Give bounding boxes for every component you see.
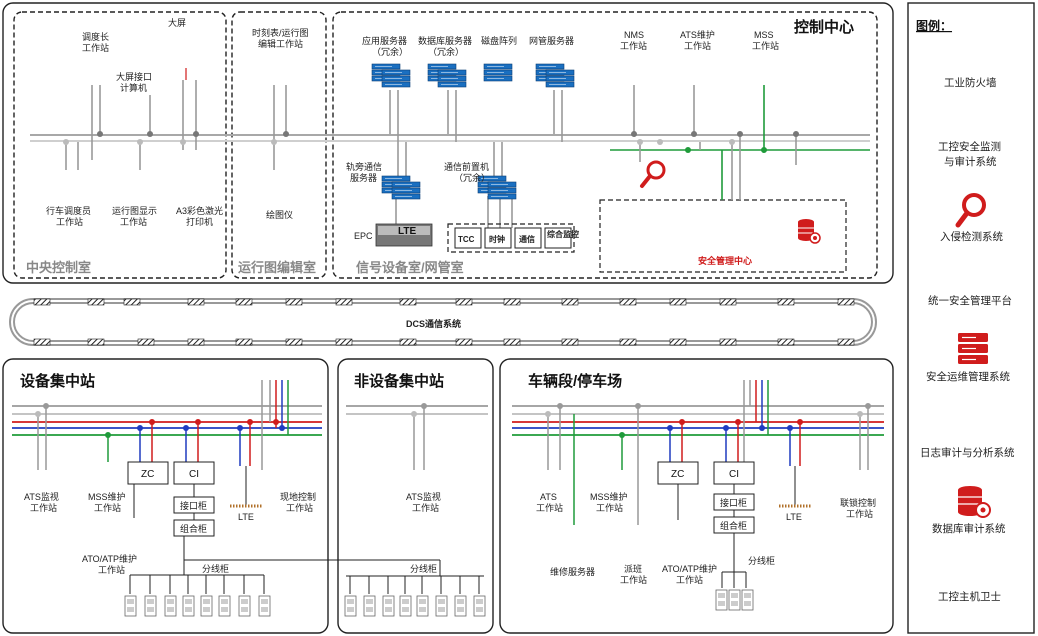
a3-printer-label: A3彩色激光打印机 [176,205,223,227]
maint-server-label: 维修服务器 [550,566,595,577]
signal-equipment-room [332,11,878,279]
database-audit-icon [798,219,821,244]
trackside-server-label: 轨旁通信服务器 [346,161,382,183]
iface-cabinet-depot-label: 接口柜 [720,497,747,508]
clock-label: 时钟 [489,234,505,244]
local-ctrl-label: 现地控制工作站 [280,491,316,513]
equipment-station-title: 设备集中站 [20,372,95,390]
timetable-ws-label: 时刻表/运行图编辑工作站 [252,27,309,49]
disk-array [483,63,513,82]
field-devices-depot [715,572,754,611]
trackside-server [381,175,421,200]
legend: 图例： 工业防火墙 工控安全监测与审计系统 入侵检测系统 统一安全管理平台 安全… [907,2,1035,634]
timetable-room-label: 运行图编辑室 [238,260,316,275]
app-server [371,63,411,88]
dist-cabinet-depot-label: 分线柜 [748,555,775,566]
diagram-display-label: 运行图显示工作站 [112,205,157,227]
legend-title: 图例： [916,18,952,33]
legend-item-firewall: 工业防火墙 [944,76,997,89]
signal-room-label: 信号设备室/网管室 [356,260,464,275]
ci-depot-label: CI [729,469,739,480]
big-screen-iface-label: 大屏接口计算机 [116,71,152,93]
lte-antenna-depot [779,466,811,508]
combo-cabinet-label: 组合柜 [180,523,207,534]
db-server [427,63,467,88]
db-server-label: 数据库服务器（冗余） [418,35,472,57]
control-center: 控制中心 中央控制室 运行图编辑室 信号设备室/网管室 安全管理中心 调度长工作… [2,2,894,284]
ci-label: CI [189,469,199,480]
field-devices [124,575,271,617]
legend-item-ids: 入侵检测系统 [940,230,1003,243]
combo-cabinet-depot-label: 组合柜 [720,520,747,531]
equipment-station: 设备集中站 ZC CI 接口柜 组合柜 分线柜 LTE [2,358,441,634]
depot-station: 车辆段/停车场 ZC CI 接口柜 组合柜 分线柜 L [499,358,894,634]
non-equipment-title: 非设备集中站 [354,372,444,390]
train-dispatcher-label: 行车调度员工作站 [46,205,91,227]
legend-item-db-audit: 数据库审计系统 [932,522,1006,535]
comm-label: 通信 [519,234,535,244]
central-control-room-label: 中央控制室 [26,260,91,275]
legend-magnifier-icon [955,193,986,228]
svg-text:LTE: LTE [398,226,416,237]
legend-database-audit-icon [958,486,991,518]
lte-unit: LTE [375,223,433,247]
ato-atp-depot-label: ATO/ATP维护工作站 [662,563,717,585]
legend-item-host-guard: 工控主机卫士 [938,590,1001,603]
mss-maint-depot-label: MSS维护工作站 [590,491,628,513]
ism-label: 综合监控 [547,229,579,239]
depot-title: 车辆段/停车场 [528,372,622,390]
plotter-label: 绘图仪 [266,209,293,220]
lte-depot-label: LTE [786,512,802,522]
zc-depot-label: ZC [671,469,684,480]
ats-monitor-ne-label: ATS监视工作站 [406,491,441,513]
legend-item-unified-platform: 统一安全管理平台 [928,294,1012,307]
iface-cabinet-label: 接口柜 [180,500,207,511]
lte-antenna [230,466,262,508]
security-center-label: 安全管理中心 [698,255,752,266]
nms-server [535,63,575,88]
disk-array-label: 磁盘阵列 [481,35,517,46]
field-devices-ne [344,576,486,617]
legend-item-log-audit: 日志审计与分析系统 [920,446,1015,459]
non-equipment-station: 非设备集中站 ATS监视工作站 分线柜 [337,358,494,634]
zc-label: ZC [141,469,154,480]
dispatch-label: 派班工作站 [620,563,647,585]
magnifier-icon [640,160,666,188]
epc-label: EPC [354,231,373,241]
comm-fep-label: 通信前置机（冗余） [444,161,490,183]
dispatcher-chief-label: 调度长工作站 [82,31,109,53]
lte-label: LTE [238,512,254,522]
ats-monitor-label: ATS监视工作站 [24,491,59,513]
timetable-edit-room [231,11,327,279]
security-center-box [599,199,847,273]
dist-cabinet-label: 分线柜 [202,563,229,574]
legend-server-rack-icon [958,333,988,364]
nms-server-label: 网管服务器 [529,35,574,46]
dcs-ring: DCS通信系统 [9,298,877,346]
legend-item-ops-mgmt: 安全运维管理系统 [926,370,1010,383]
dist-cabinet-ne-label: 分线柜 [410,563,437,574]
subsystem-boxes: TCC 时钟 通信 综合监控 [454,227,579,249]
app-server-label: 应用服务器（冗余） [362,35,408,57]
big-screen-label: 大屏 [168,17,186,28]
legend-item-ics-audit: 工控安全监测与审计系统 [938,140,1001,168]
ato-atp-label: ATO/ATP维护工作站 [82,553,137,575]
interlock-ctrl-label: 联锁控制工作站 [840,497,876,519]
control-center-title: 控制中心 [794,18,854,36]
tcc-label: TCC [458,235,475,244]
ats-maint-label: ATS维护工作站 [680,29,715,51]
mss-maint-label: MSS维护工作站 [88,491,126,513]
central-control-room [13,11,227,279]
dcs-label: DCS通信系统 [406,318,461,329]
